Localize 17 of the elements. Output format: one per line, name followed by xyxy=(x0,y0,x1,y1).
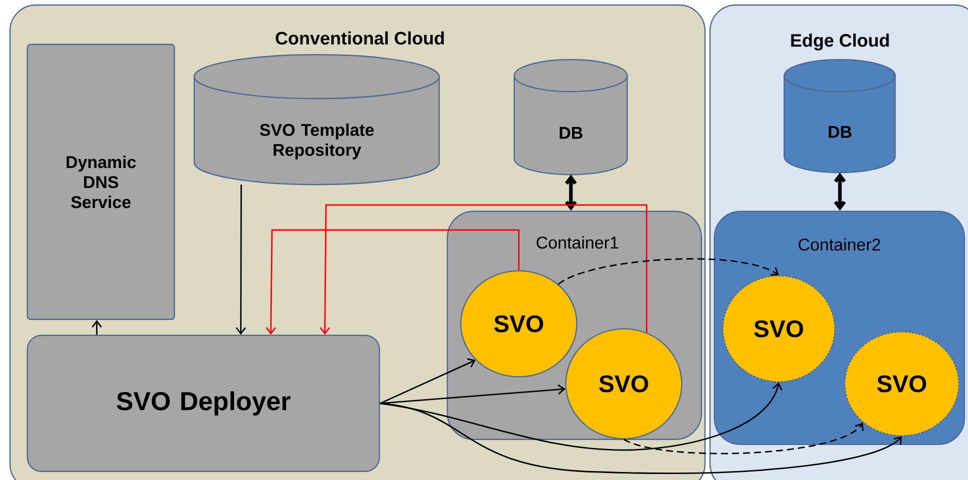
database-cylinder: SVO Template Repository xyxy=(194,54,440,186)
arrow xyxy=(236,184,246,335)
arrow xyxy=(92,320,102,335)
database-cylinder: DB xyxy=(514,59,628,176)
arrow xyxy=(834,172,846,211)
process-box: Dynamic DNS Service xyxy=(26,44,175,320)
arrow xyxy=(380,384,566,404)
arrow xyxy=(558,258,779,285)
database-cylinder: DB xyxy=(784,59,896,174)
arrow xyxy=(380,402,902,474)
arrow xyxy=(320,204,648,335)
arrow xyxy=(624,422,864,454)
arrow xyxy=(380,382,782,451)
arrow xyxy=(380,358,476,404)
arrow xyxy=(564,174,577,211)
arrow xyxy=(266,229,520,335)
process-box: SVO Deployer xyxy=(26,334,380,472)
